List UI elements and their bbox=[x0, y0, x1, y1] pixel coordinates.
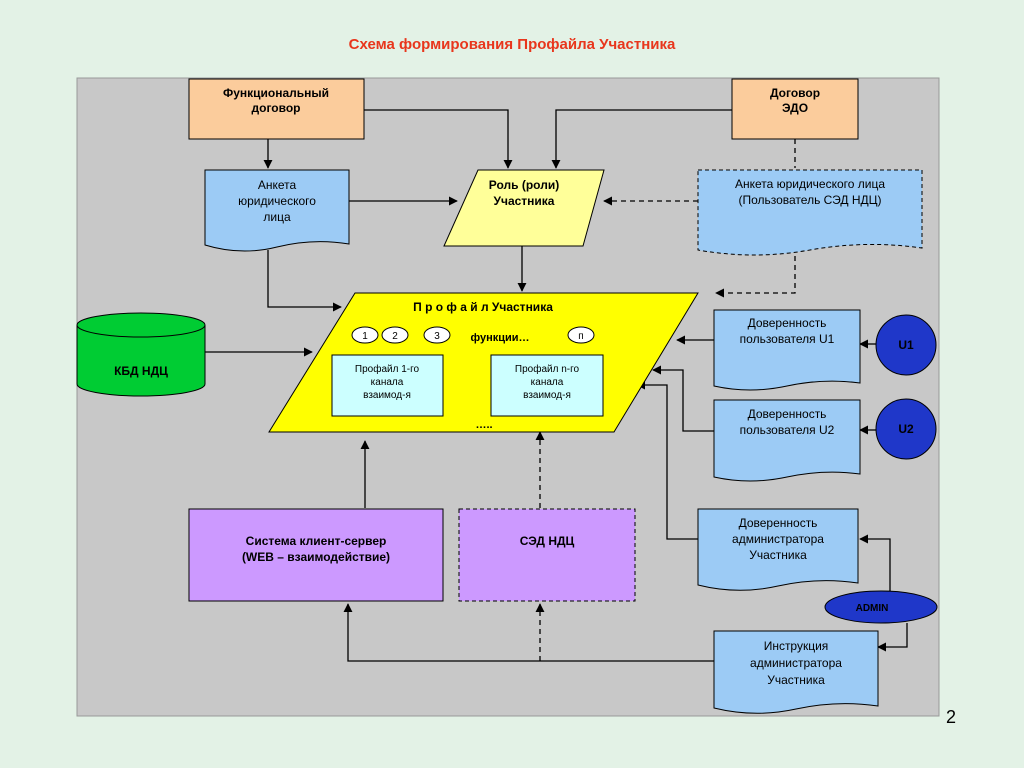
slide-title: Схема формирования Профайла Участника bbox=[348, 36, 676, 53]
edge-legal-form-user-to-profile bbox=[715, 256, 796, 298]
profile-ellipsis: ….. bbox=[475, 419, 492, 431]
node-admin: ADMIN bbox=[824, 590, 938, 624]
node-label: Участника bbox=[767, 673, 825, 687]
node-label: взаимод-я bbox=[363, 390, 411, 401]
profile-title: П р о ф а й л Участника bbox=[413, 300, 553, 314]
node-power-of-attorney-admin: Доверенность администратора Участника bbox=[697, 508, 859, 591]
node-label: канала bbox=[531, 377, 564, 388]
node-label: ЭДО bbox=[782, 101, 808, 115]
node-power-of-attorney-u1: Доверенность пользователя U1 bbox=[713, 309, 861, 391]
node-label: администратора bbox=[750, 656, 842, 670]
edge-legal-form-to-profile bbox=[267, 250, 342, 312]
channel-n-box bbox=[490, 354, 604, 417]
dashed-connectors bbox=[535, 139, 796, 661]
page-number: 2 bbox=[946, 707, 957, 727]
node-label: Профайл 1-го bbox=[355, 363, 420, 375]
node-label: пользователя U1 bbox=[740, 332, 835, 346]
node-label: Система клиент-сервер bbox=[246, 534, 387, 548]
profile-functions: функции… bbox=[470, 332, 529, 344]
node-label: канала bbox=[371, 377, 404, 388]
node-label: Договор bbox=[770, 86, 820, 100]
node-kbd-database: КБД НДЦ bbox=[76, 312, 206, 397]
edge-power-admin-to-profile bbox=[636, 380, 698, 540]
edge-admin-to-power-admin bbox=[859, 534, 891, 592]
function-bubble bbox=[567, 326, 595, 344]
function-bubble-label: 2 bbox=[392, 331, 398, 342]
node-label: (Пользователь СЭД НДЦ) bbox=[738, 193, 881, 207]
node-participant-profile: П р о ф а й л Участника 1 2 3 п функции…… bbox=[268, 292, 699, 433]
function-bubble bbox=[351, 326, 379, 344]
function-bubble bbox=[423, 326, 451, 344]
node-label: Доверенность bbox=[739, 516, 818, 530]
function-bubble bbox=[381, 326, 409, 344]
edge-contract-to-role bbox=[364, 109, 513, 169]
node-label: Роль (роли) bbox=[489, 178, 559, 192]
node-label: СЭД НДЦ bbox=[520, 534, 575, 548]
function-bubble-label: п bbox=[578, 331, 583, 342]
node-label: пользователя U2 bbox=[740, 423, 835, 437]
node-label: Доверенность bbox=[748, 316, 827, 330]
node-functional-contract: Функциональный договор bbox=[188, 78, 365, 140]
node-legal-entity-form: Анкета юридического лица bbox=[204, 169, 350, 252]
node-client-server: Система клиент-сервер (WEB – взаимодейст… bbox=[188, 508, 444, 602]
node-user-u2: U2 bbox=[875, 398, 937, 460]
node-label: U2 bbox=[898, 422, 914, 436]
function-bubble-label: 3 bbox=[434, 331, 440, 342]
node-label: Инструкция bbox=[764, 639, 829, 653]
edge-admin-to-instruction bbox=[877, 623, 908, 652]
node-label: Профайл n-го bbox=[515, 363, 580, 375]
edge-power-u2-to-profile bbox=[652, 365, 714, 432]
node-label: Участника bbox=[749, 548, 807, 562]
function-bubble-label: 1 bbox=[362, 331, 368, 342]
node-role: Роль (роли) Участника bbox=[443, 169, 605, 247]
edge-edo-to-role bbox=[551, 109, 732, 169]
node-label: администратора bbox=[732, 532, 824, 546]
node-label: Функциональный bbox=[223, 86, 329, 100]
node-edo-contract: Договор ЭДО bbox=[731, 78, 859, 140]
node-legal-entity-form-user: Анкета юридического лица (Пользователь С… bbox=[697, 169, 923, 256]
node-label: Анкета bbox=[258, 178, 297, 192]
node-power-of-attorney-u2: Доверенность пользователя U2 bbox=[713, 399, 861, 482]
node-label: лица bbox=[263, 210, 291, 224]
node-label: ADMIN bbox=[856, 603, 889, 614]
node-label: Анкета юридического лица bbox=[735, 177, 885, 191]
node-sed-ndc: СЭД НДЦ bbox=[458, 508, 636, 602]
node-label: (WEB – взаимодействие) bbox=[242, 550, 390, 564]
node-user-u1: U1 bbox=[875, 314, 937, 376]
node-label: U1 bbox=[898, 338, 914, 352]
node-label: юридического bbox=[238, 194, 316, 208]
node-label: Участника bbox=[494, 194, 555, 208]
channel-1-box bbox=[331, 354, 444, 417]
node-label: КБД НДЦ bbox=[114, 364, 168, 378]
node-label: договор bbox=[252, 101, 301, 115]
node-label: взаимод-я bbox=[523, 390, 571, 401]
node-admin-instruction: Инструкция администратора Участника bbox=[713, 630, 879, 714]
node-label: Доверенность bbox=[748, 407, 827, 421]
connectors bbox=[205, 109, 908, 662]
edge-instruction-to-client-server bbox=[343, 603, 714, 662]
